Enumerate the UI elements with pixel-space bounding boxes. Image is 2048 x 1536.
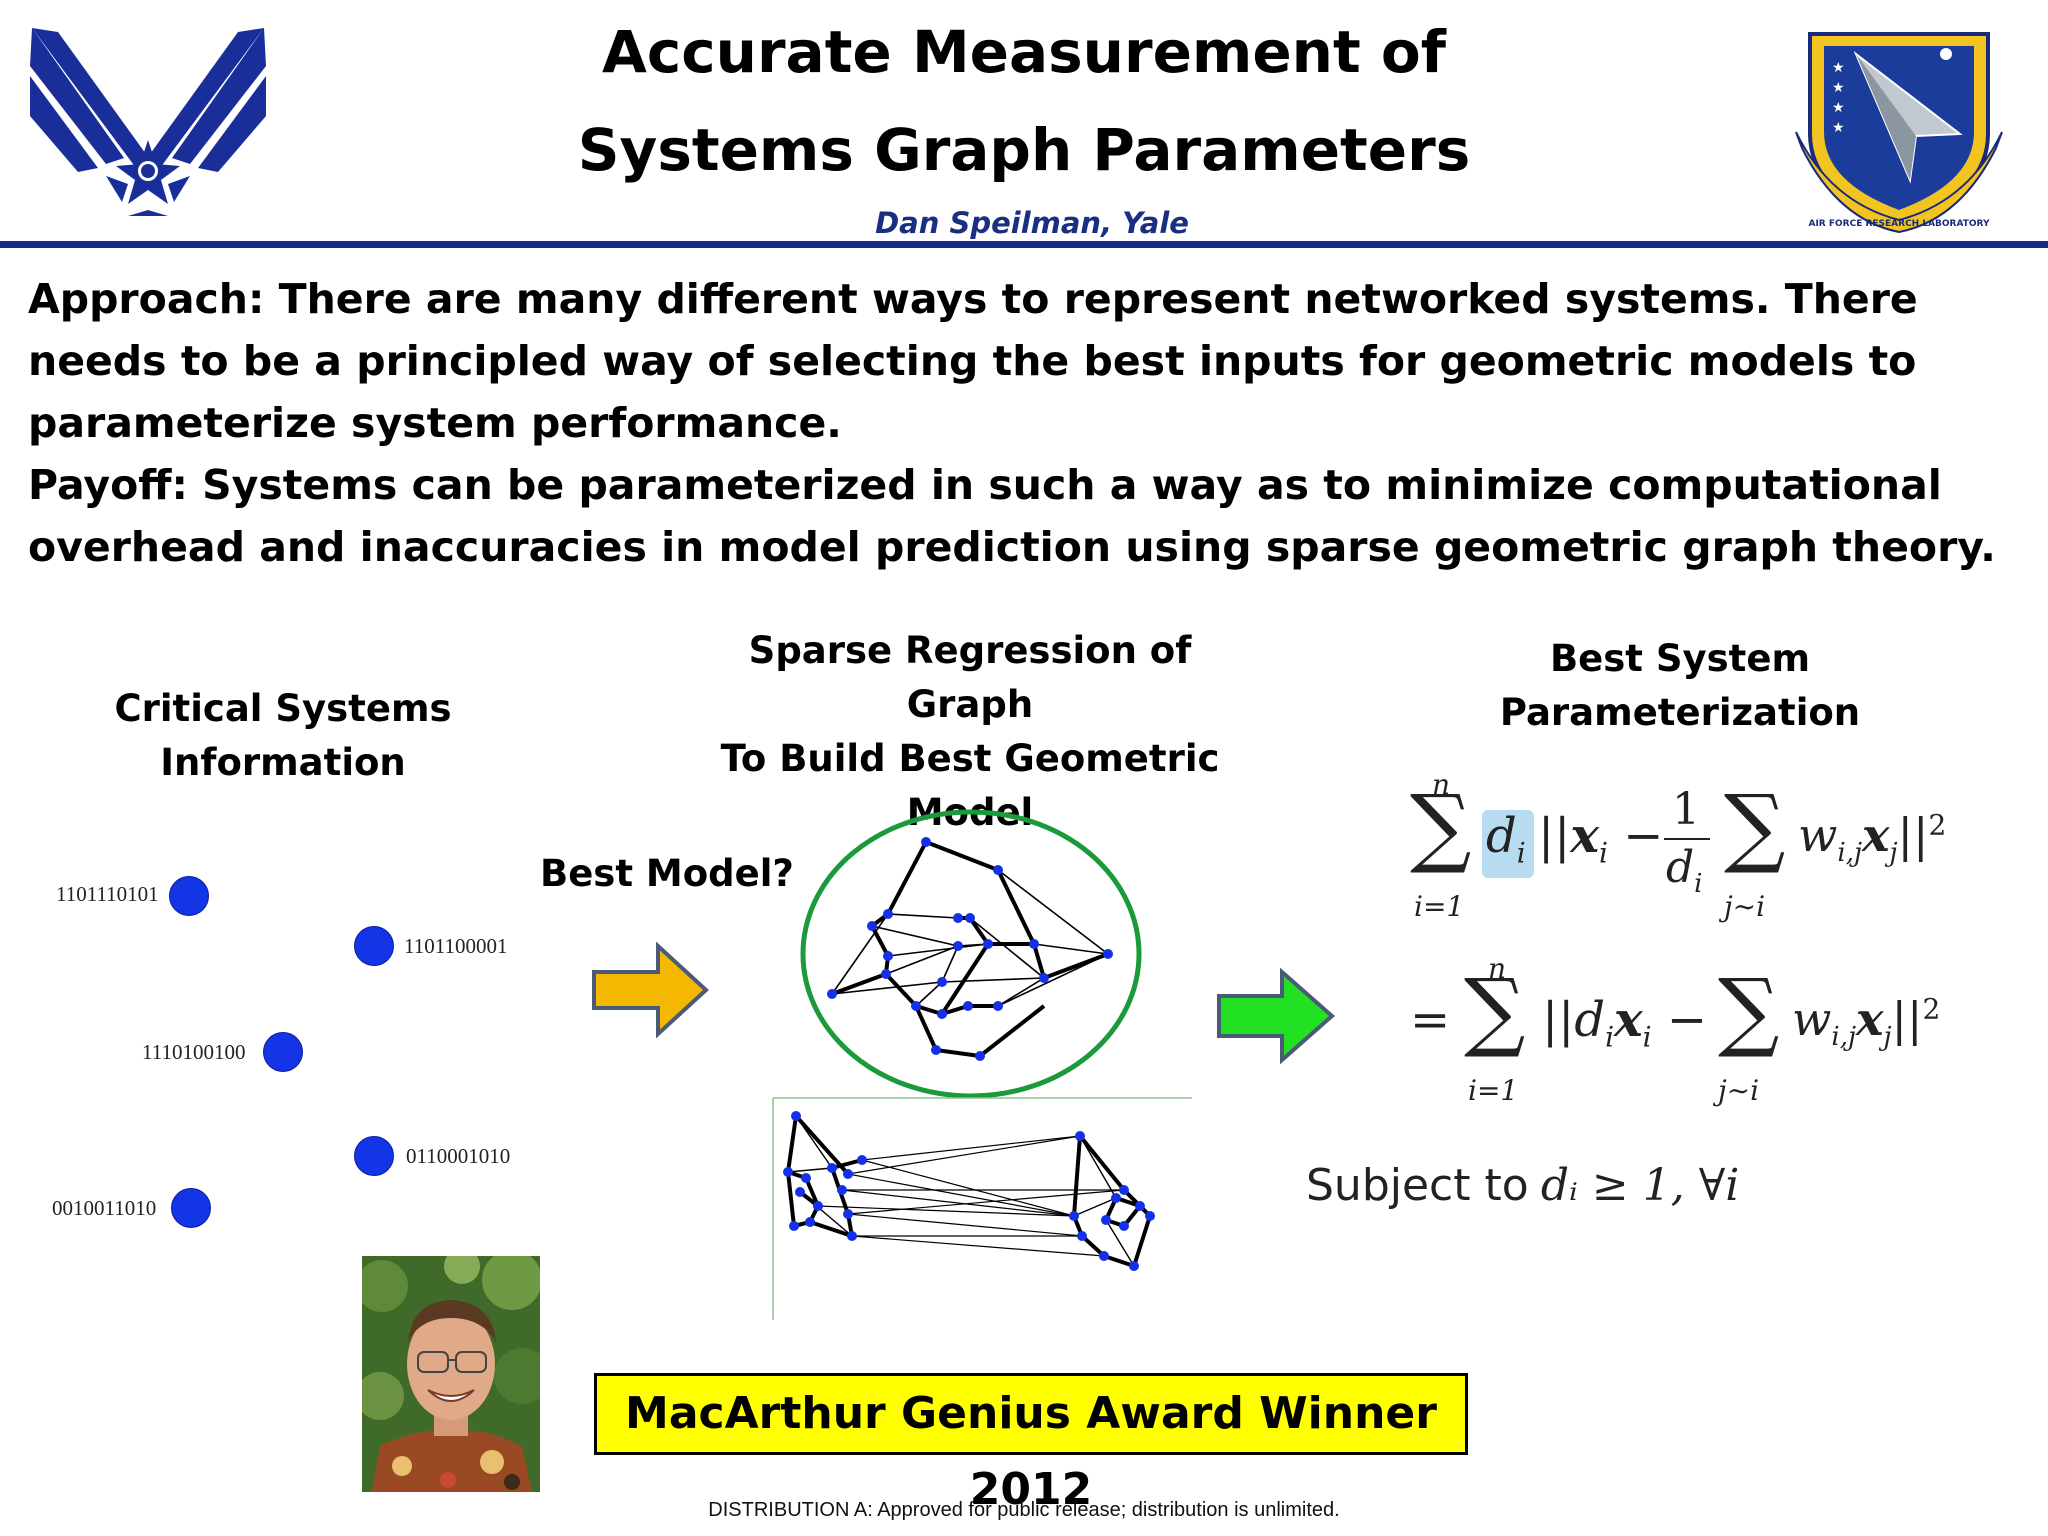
orange-arrow-icon bbox=[592, 942, 709, 1038]
portrait-photo bbox=[362, 1256, 540, 1492]
system-node bbox=[263, 1032, 303, 1072]
author-credit: Dan Speilman, Yale bbox=[875, 206, 1189, 240]
binary-label: 0010011010 bbox=[52, 1196, 157, 1220]
title-line-2: Systems Graph Parameters bbox=[577, 116, 1471, 184]
payoff-paragraph: Payoff: Systems can be parameterized in … bbox=[28, 461, 1996, 571]
objective-equation-1: n ∑ i=1 di ||xi − 1 di ∑ j∼i wi,jxj||2 bbox=[1410, 768, 1947, 923]
system-node bbox=[354, 1136, 394, 1176]
binary-label: 1101100001 bbox=[404, 934, 508, 958]
binary-label: 0110001010 bbox=[406, 1144, 511, 1168]
system-node bbox=[169, 876, 209, 916]
svg-text:★: ★ bbox=[1832, 60, 1845, 76]
best-model-label: Best Model? bbox=[540, 852, 794, 895]
body-text: Approach: There are many different ways … bbox=[28, 268, 2028, 578]
afrl-logo-text: AIR FORCE RESEARCH LABORATORY bbox=[1808, 219, 1990, 229]
constraint-text: Subject to dᵢ ≥ 1, ∀i bbox=[1306, 1160, 1740, 1211]
binary-label: 1101110101 bbox=[56, 882, 159, 906]
title-line-1: Accurate Measurement of bbox=[602, 18, 1446, 86]
best-parameterization-heading: Best System Parameterization bbox=[1499, 637, 1861, 734]
approach-paragraph: Approach: There are many different ways … bbox=[28, 275, 1918, 447]
air-force-wings-logo bbox=[30, 28, 266, 216]
svg-text:★: ★ bbox=[1832, 120, 1845, 136]
header-divider bbox=[0, 241, 2048, 248]
critical-systems-heading: Critical Systems Information bbox=[114, 687, 452, 784]
svg-text:★: ★ bbox=[1832, 80, 1845, 96]
afrl-shield-logo: ★ ★ ★ ★ AIR FORCE RESEARCH LABORATORY bbox=[1795, 32, 2003, 234]
sparse-regression-heading: Sparse Regression of Graph To Build Best… bbox=[720, 629, 1220, 834]
green-arrow-icon bbox=[1217, 968, 1336, 1064]
sparse-graph-figure bbox=[772, 1097, 1192, 1320]
system-node bbox=[354, 926, 394, 966]
distribution-footer: DISTRIBUTION A: Approved for public rele… bbox=[708, 1499, 1340, 1521]
system-node bbox=[171, 1188, 211, 1228]
award-banner: MacArthur Genius Award Winner 2012 bbox=[594, 1373, 1468, 1515]
svg-text:★: ★ bbox=[1832, 100, 1845, 116]
binary-label: 1110100100 bbox=[142, 1040, 246, 1064]
geometric-graph-ellipse bbox=[800, 809, 1142, 1099]
objective-equation-2: = n ∑ i=1 ||dixi − ∑ j∼i wi,jxj||2 bbox=[1410, 952, 1941, 1107]
